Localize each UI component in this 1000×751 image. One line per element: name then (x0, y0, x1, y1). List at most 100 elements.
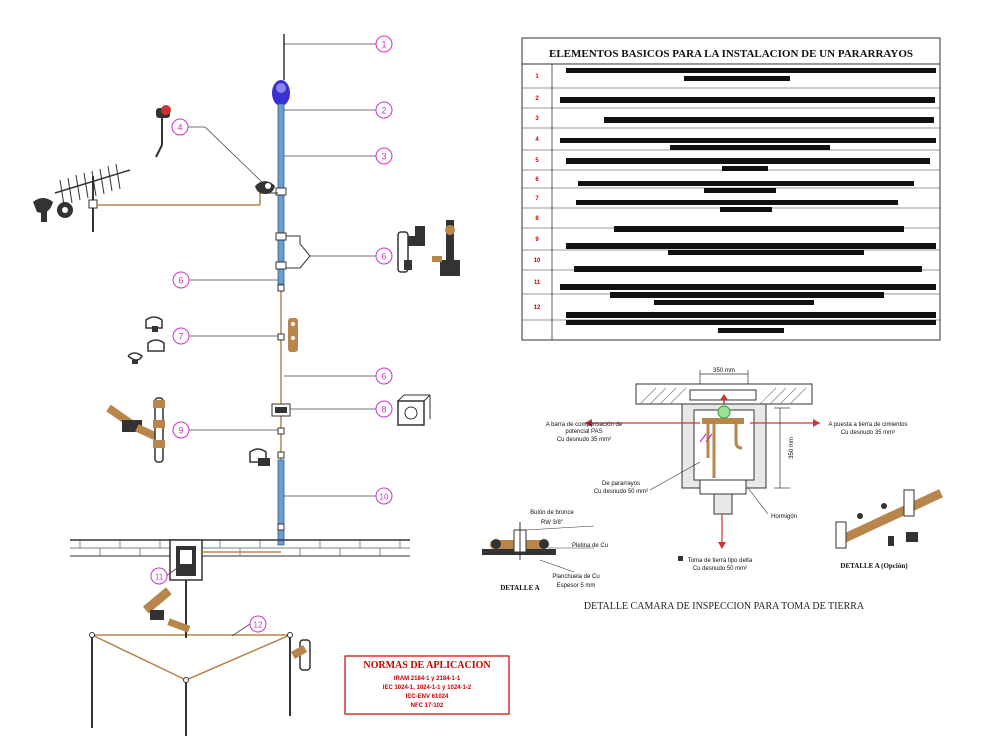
table-row-number: 9 (535, 237, 539, 243)
redacted-text-bar (566, 68, 936, 73)
svg-text:Cu desnudo 35 mm²: Cu desnudo 35 mm² (841, 430, 895, 436)
table-row-number: 4 (535, 137, 539, 143)
table-row: 3 (522, 116, 940, 129)
svg-text:4: 4 (177, 123, 182, 133)
table-row-number: 1 (535, 74, 539, 80)
svg-text:11: 11 (155, 573, 164, 582)
callout-6a: 6 (375, 247, 393, 265)
fixing-illustration-7 (127, 316, 165, 364)
redacted-text-bar (718, 328, 784, 333)
svg-text:6: 6 (178, 276, 183, 286)
redacted-text-bar (566, 312, 936, 318)
svg-text:350 mm: 350 mm (713, 368, 735, 374)
redacted-text-bar (576, 200, 898, 205)
table-row-number: 7 (535, 196, 539, 202)
svg-text:DETALLE A (Opción): DETALLE A (Opción) (840, 562, 908, 570)
mast-assembly (271, 34, 311, 546)
callout-8: 8 (375, 400, 393, 418)
callout-12: 12 (249, 615, 267, 633)
svg-text:Toma de tierra tipo delta: Toma de tierra tipo delta (688, 558, 753, 564)
normas-box: NORMAS DE APLICACION IRAM 2184-1 y 2184-… (344, 655, 510, 715)
redacted-text-bar (604, 117, 934, 123)
normas-line-4: NFC 17-102 (411, 703, 444, 709)
redacted-text-bar (722, 166, 768, 171)
delta-ground (89, 587, 311, 736)
table-row-number: 12 (534, 305, 541, 311)
redacted-text-bar (578, 181, 914, 186)
redacted-text-bar (610, 292, 884, 298)
svg-text:2: 2 (381, 106, 386, 116)
svg-text:Planchuela de Cu: Planchuela de Cu (552, 574, 599, 580)
svg-text:Cu desnudo 50 mm²: Cu desnudo 50 mm² (693, 566, 747, 572)
redacted-text-bar (654, 300, 814, 305)
callout-2: 2 (375, 101, 393, 119)
normas-line-3: IEC-ENV 61024 (406, 694, 449, 700)
svg-text:350 mm: 350 mm (789, 437, 795, 459)
ground-surface (70, 539, 410, 628)
table-row: 12 (522, 305, 940, 333)
callout-7: 7 (172, 327, 190, 345)
svg-text:12: 12 (254, 621, 263, 630)
detail-a: Bulón de bronce RW 3/8" Pletina de Cu Pl… (482, 510, 608, 592)
table-row: 9 (522, 237, 940, 255)
svg-text:A barra de compensación de: A barra de compensación de (546, 422, 623, 428)
table-row: 11 (522, 280, 940, 305)
redacted-text-bar (684, 76, 790, 81)
detail-a-option: DETALLE A (Opción) (835, 489, 943, 570)
redacted-text-bar (566, 320, 936, 325)
svg-text:A puesta a tierra de cimientos: A puesta a tierra de cimientos (828, 422, 907, 428)
inspection-box-illustration-8 (397, 394, 431, 426)
redacted-text-bar (670, 145, 830, 150)
redacted-text-bar (614, 226, 904, 232)
normas-line-2: IEC 1024-1, 1024-1-1 y 1024-1-2 (383, 685, 472, 691)
table-row: 5 (522, 158, 940, 171)
svg-text:potencial PAS: potencial PAS (565, 429, 602, 435)
table-row-number: 11 (534, 280, 541, 286)
redacted-text-bar (566, 243, 936, 249)
table-row-number: 3 (535, 116, 539, 122)
table-row: 4 (522, 137, 940, 151)
protection-pipe (277, 459, 285, 546)
table-row: 10 (522, 258, 940, 272)
table-row: 1 (522, 68, 940, 89)
callout-6b: 6 (172, 271, 190, 289)
svg-text:DETALLE A: DETALLE A (500, 584, 539, 592)
table-row-number: 2 (535, 96, 539, 102)
svg-text:6: 6 (381, 372, 386, 382)
redacted-text-bar (566, 158, 930, 164)
redacted-text-bar (704, 188, 776, 193)
redacted-text-bar (560, 284, 936, 290)
elements-table: ELEMENTOS BASICOS PARA LA INSTALACION DE… (521, 37, 941, 341)
callout-3: 3 (375, 147, 393, 165)
svg-text:7: 7 (178, 332, 183, 342)
svg-text:RW 3/8": RW 3/8" (541, 520, 563, 526)
table-row-number: 6 (535, 177, 539, 183)
callouts: 1 2 3 4 6 6 7 6 8 9 10 11 12 (150, 35, 393, 633)
redacted-text-bar (560, 138, 936, 143)
table-row-number: 8 (535, 216, 539, 222)
svg-text:8: 8 (381, 405, 386, 415)
tv-antenna (33, 163, 278, 232)
svg-text:Espesor 5 mm: Espesor 5 mm (557, 583, 596, 589)
connector-illustration-9 (106, 397, 270, 466)
callout-9: 9 (172, 421, 190, 439)
clamp-illustration-4 (155, 105, 275, 194)
svg-text:9: 9 (178, 426, 183, 436)
svg-text:1: 1 (381, 40, 386, 50)
svg-text:6: 6 (381, 252, 386, 262)
table-row-number: 10 (534, 258, 541, 264)
svg-text:Hormigón: Hormigón (771, 514, 797, 520)
normas-line-1: IRAM 2184-1 y 2184-1-1 (394, 676, 461, 682)
table-row-number: 5 (535, 158, 539, 164)
redacted-text-bar (720, 207, 772, 212)
callout-10: 10 (375, 487, 393, 505)
table-row: 2 (522, 96, 940, 109)
callout-leaders (165, 43, 376, 637)
svg-text:Cu desnudo 35 mm²: Cu desnudo 35 mm² (557, 437, 611, 443)
svg-text:3: 3 (381, 152, 386, 162)
callout-1: 1 (375, 35, 393, 53)
svg-text:Bulón de bronce: Bulón de bronce (530, 510, 574, 516)
table-row: 7 (522, 196, 940, 212)
inspection-chamber-detail: 350 mm 350 mm A barra de compensación de… (482, 368, 943, 612)
